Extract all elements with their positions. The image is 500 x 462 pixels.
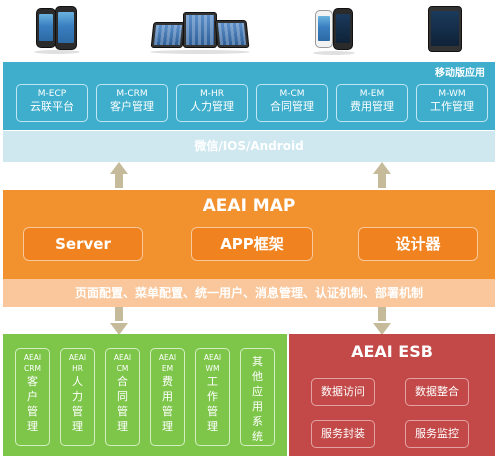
tablet-icon — [183, 12, 217, 48]
down-arrow-icon — [110, 307, 128, 335]
mobile-app-box: M-ECP 云联平台 — [16, 84, 88, 122]
esb-data-integration: 数据整合 — [405, 378, 469, 406]
app-column-name: 管 — [27, 405, 38, 418]
app-column-code: AEAI — [23, 353, 42, 362]
esb-service-wrapping: 服务封装 — [311, 420, 375, 448]
app-column-name: 力 — [72, 390, 83, 403]
app-column-name: 其 — [252, 355, 263, 368]
platform-band: 微信/IOS/Android — [3, 131, 495, 162]
app-column-name: 用 — [162, 390, 173, 403]
mobile-app-box: M-CM 合同管理 — [256, 84, 328, 122]
app-column-name: 理 — [207, 420, 218, 433]
app-column-code: CM — [116, 364, 129, 373]
app-column-name: 他 — [252, 370, 263, 383]
mobile-app-box: M-WM 工作管理 — [416, 84, 488, 122]
phone-icon — [315, 10, 333, 48]
app-column-name: 合 — [117, 375, 128, 388]
app-column-code: AEAI — [113, 353, 132, 362]
app-column-name: 费 — [162, 375, 173, 388]
app-column: AEAI WM 工 作 管 理 — [195, 348, 230, 446]
mobile-app-code: M-WM — [438, 89, 466, 99]
mobile-app-name: 客户管理 — [110, 100, 154, 113]
map-module-app-framework: APP框架 — [191, 227, 313, 261]
app-column-name: 理 — [162, 420, 173, 433]
app-column-name: 系 — [252, 415, 263, 428]
app-column-code: WM — [205, 364, 220, 373]
mobile-app-code: M-CRM — [116, 89, 148, 99]
tablet-icon — [150, 22, 186, 48]
app-column-name: 同 — [117, 390, 128, 403]
app-column-name: 理 — [117, 420, 128, 433]
map-module-designer: 设计器 — [358, 227, 478, 261]
app-column: 其 他 应 用 系 统 — [240, 348, 275, 446]
phone-icon — [55, 6, 77, 50]
aeai-map-title: AEAI MAP — [202, 196, 296, 216]
up-arrow-icon — [110, 162, 128, 190]
phone-icon — [36, 8, 56, 48]
mobile-app-code: M-EM — [359, 89, 385, 99]
app-column-name: 工 — [207, 375, 218, 388]
app-column-name: 户 — [27, 390, 38, 403]
aeai-map-block: AEAI MAP Server APP框架 设计器 — [3, 190, 495, 279]
app-column-code: AEAI — [68, 353, 87, 362]
app-column-code: AEAI — [158, 353, 177, 362]
map-features-band: 页面配置、菜单配置、统一用户、消息管理、认证机制、部署机制 — [3, 279, 495, 307]
phone-icon — [333, 8, 353, 50]
mobile-app-code: M-HR — [199, 89, 225, 99]
app-column-name: 理 — [72, 420, 83, 433]
aeai-esb-title: AEAI ESB — [351, 342, 433, 361]
mobile-app-name: 云联平台 — [30, 100, 74, 113]
mobile-app-box: M-HR 人力管理 — [176, 84, 248, 122]
app-column-code: HR — [72, 364, 83, 373]
mobile-apps-band: 移动版应用 M-ECP 云联平台 M-CRM 客户管理 M-HR 人力管理 M-… — [3, 62, 495, 130]
aeai-esb-block: AEAI ESB 数据访问 数据整合 服务封装 服务监控 — [289, 334, 495, 456]
app-column-name: 作 — [207, 390, 218, 403]
map-module-server: Server — [23, 227, 143, 261]
mobile-apps-title: 移动版应用 — [435, 68, 485, 79]
app-column-name: 应 — [252, 385, 263, 398]
aeai-apps-block: AEAI CRM 客 户 管 理 AEAI HR 人 力 管 理 AEAI CM… — [3, 334, 287, 456]
tablet-icon — [214, 20, 250, 48]
app-column-name: 用 — [252, 400, 263, 413]
mobile-app-name: 合同管理 — [270, 100, 314, 113]
app-column-code: CRM — [24, 364, 41, 373]
app-column-name: 管 — [117, 405, 128, 418]
app-column-name: 统 — [252, 430, 263, 443]
app-column-name: 人 — [72, 375, 83, 388]
app-column-code: EM — [161, 364, 174, 373]
mobile-app-box: M-CRM 客户管理 — [96, 84, 168, 122]
esb-data-access: 数据访问 — [311, 378, 375, 406]
up-arrow-icon — [373, 162, 391, 190]
app-column-name: 客 — [27, 375, 38, 388]
app-column-name: 理 — [27, 420, 38, 433]
mobile-app-name: 工作管理 — [430, 100, 474, 113]
tablet-icon — [428, 6, 462, 52]
mobile-app-name: 费用管理 — [350, 100, 394, 113]
down-arrow-icon — [373, 307, 391, 335]
app-column: AEAI EM 费 用 管 理 — [150, 348, 185, 446]
app-column-code: AEAI — [203, 353, 222, 362]
app-column: AEAI HR 人 力 管 理 — [60, 348, 95, 446]
app-column-name: 管 — [207, 405, 218, 418]
app-column: AEAI CM 合 同 管 理 — [105, 348, 140, 446]
mobile-app-code: M-ECP — [37, 89, 67, 99]
mobile-app-code: M-CM — [279, 89, 305, 99]
esb-service-monitoring: 服务监控 — [405, 420, 469, 448]
app-column-name: 管 — [162, 405, 173, 418]
app-column-name: 管 — [72, 405, 83, 418]
mobile-app-box: M-EM 费用管理 — [336, 84, 408, 122]
mobile-app-name: 人力管理 — [190, 100, 234, 113]
app-column: AEAI CRM 客 户 管 理 — [15, 348, 50, 446]
